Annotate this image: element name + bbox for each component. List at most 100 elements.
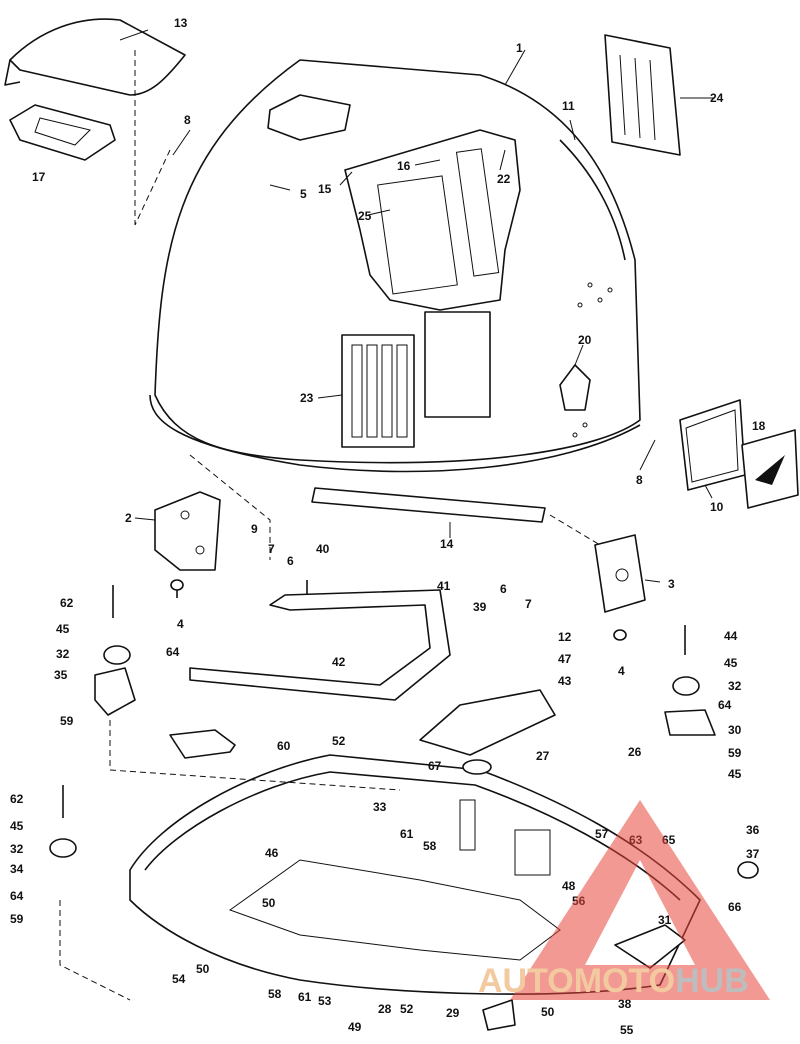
callout-35: 35 bbox=[54, 668, 68, 682]
callout-32: 32 bbox=[56, 647, 70, 661]
callout-3: 3 bbox=[668, 577, 675, 591]
callout-8: 8 bbox=[184, 113, 191, 127]
callout-27: 27 bbox=[536, 749, 550, 763]
mounting-frame bbox=[189, 589, 451, 701]
access-cover-plate bbox=[679, 399, 746, 491]
callout-6: 6 bbox=[500, 582, 507, 596]
callout-6: 6 bbox=[287, 554, 294, 568]
callout-32: 32 bbox=[10, 842, 24, 856]
callout-61: 61 bbox=[400, 827, 414, 841]
callout-31: 31 bbox=[658, 913, 672, 927]
watermark-triangle-icon bbox=[510, 800, 770, 1000]
callout-4: 4 bbox=[618, 664, 625, 678]
callout-64: 64 bbox=[10, 889, 24, 903]
rubber-plug bbox=[737, 861, 759, 879]
callout-7: 7 bbox=[268, 542, 275, 556]
callout-50: 50 bbox=[541, 1005, 555, 1019]
grommet-set bbox=[49, 645, 700, 858]
callout-49: 49 bbox=[348, 1020, 362, 1034]
callout-2: 2 bbox=[125, 511, 132, 525]
watermark-moto: MOTO bbox=[574, 962, 675, 1000]
callout-47: 47 bbox=[558, 652, 572, 666]
callout-59: 59 bbox=[10, 912, 24, 926]
callout-40: 40 bbox=[316, 542, 330, 556]
callout-67: 67 bbox=[428, 759, 442, 773]
callout-45: 45 bbox=[724, 656, 738, 670]
callout-7: 7 bbox=[525, 597, 532, 611]
callout-44: 44 bbox=[724, 629, 738, 643]
latch-bracket-left bbox=[154, 491, 221, 571]
callout-29: 29 bbox=[446, 1006, 460, 1020]
decal-logo bbox=[741, 429, 799, 509]
callout-26: 26 bbox=[628, 745, 642, 759]
cap-seal-ring bbox=[9, 104, 116, 161]
callout-36: 36 bbox=[746, 823, 760, 837]
watermark: AUTOMOTOHUB bbox=[478, 800, 770, 1000]
callout-52: 52 bbox=[332, 734, 346, 748]
callout-52: 52 bbox=[400, 1002, 414, 1016]
trim-strip bbox=[311, 487, 546, 523]
callout-62: 62 bbox=[10, 792, 24, 806]
callout-24: 24 bbox=[710, 91, 724, 105]
callout-59: 59 bbox=[60, 714, 74, 728]
callout-34: 34 bbox=[10, 862, 24, 876]
callout-39: 39 bbox=[473, 600, 487, 614]
callout-61: 61 bbox=[298, 990, 312, 1004]
callout-50: 50 bbox=[262, 896, 276, 910]
svg-text:AUTOMOTOHUB: AUTOMOTOHUB bbox=[478, 962, 749, 1000]
callout-45: 45 bbox=[728, 767, 742, 781]
upper-engine-cover bbox=[149, 59, 641, 473]
callout-45: 45 bbox=[10, 819, 24, 833]
callout-9: 9 bbox=[251, 522, 258, 536]
callout-58: 58 bbox=[268, 987, 282, 1001]
callout-12: 12 bbox=[558, 630, 572, 644]
latch-bracket-right bbox=[594, 534, 646, 613]
callout-28: 28 bbox=[378, 1002, 392, 1016]
callout-37: 37 bbox=[746, 847, 760, 861]
callout-5: 5 bbox=[300, 187, 307, 201]
callout-1: 1 bbox=[516, 41, 523, 55]
callout-33: 33 bbox=[373, 800, 387, 814]
callout-54: 54 bbox=[172, 972, 186, 986]
top-cap-lid bbox=[4, 18, 186, 96]
callout-62: 62 bbox=[60, 596, 74, 610]
mount-plate-right bbox=[664, 709, 716, 736]
callout-50: 50 bbox=[196, 962, 210, 976]
callout-64: 64 bbox=[718, 698, 732, 712]
callout-labels: 1 2 3 4 4 5 6 6 7 7 8 8 9 10 11 12 13 14… bbox=[10, 16, 766, 1037]
drain-clip bbox=[482, 999, 516, 1031]
callout-30: 30 bbox=[728, 723, 742, 737]
callout-15: 15 bbox=[318, 182, 332, 196]
callout-55: 55 bbox=[620, 1023, 634, 1037]
callout-23: 23 bbox=[300, 391, 314, 405]
callout-48: 48 bbox=[562, 879, 576, 893]
callout-53: 53 bbox=[318, 994, 332, 1008]
callout-11: 11 bbox=[562, 99, 575, 113]
callout-16: 16 bbox=[397, 159, 411, 173]
release-handle bbox=[169, 729, 236, 759]
callout-58: 58 bbox=[423, 839, 437, 853]
watermark-auto: AUTO bbox=[478, 962, 574, 1000]
callout-22: 22 bbox=[497, 172, 511, 186]
callout-20: 20 bbox=[578, 333, 592, 347]
callout-4: 4 bbox=[177, 617, 184, 631]
side-vent-panel bbox=[604, 34, 681, 156]
callout-13: 13 bbox=[174, 16, 188, 30]
watermark-hub: HUB bbox=[675, 962, 749, 1000]
support-bracket bbox=[419, 689, 556, 756]
callout-60: 60 bbox=[277, 739, 291, 753]
callout-43: 43 bbox=[558, 674, 572, 688]
callout-38: 38 bbox=[618, 997, 632, 1011]
callout-18: 18 bbox=[752, 419, 766, 433]
fastener-set bbox=[62, 579, 686, 818]
callout-42: 42 bbox=[332, 655, 346, 669]
mount-plate-left bbox=[94, 667, 136, 716]
callout-59: 59 bbox=[728, 746, 742, 760]
callout-41: 41 bbox=[437, 579, 451, 593]
callout-17: 17 bbox=[32, 170, 46, 184]
callout-45: 45 bbox=[56, 622, 70, 636]
callout-66: 66 bbox=[728, 900, 742, 914]
callout-32: 32 bbox=[728, 679, 742, 693]
callout-14: 14 bbox=[440, 537, 454, 551]
callout-46: 46 bbox=[265, 846, 279, 860]
